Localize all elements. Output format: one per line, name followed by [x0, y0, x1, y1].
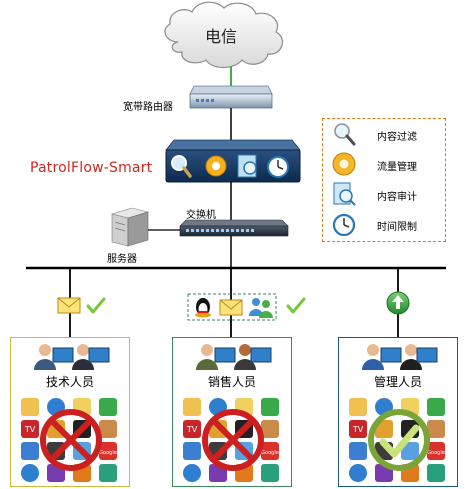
- allowed-traffic-frame: [187, 293, 277, 321]
- people-icon: [183, 442, 201, 460]
- folder-icon: [183, 398, 201, 416]
- internet-label: 电信: [205, 27, 238, 46]
- internet-cloud-icon: [164, 1, 284, 69]
- device-feature-icons: [171, 154, 289, 178]
- legend-label-traffic: 流量管理: [377, 162, 417, 173]
- mail-icon: [57, 297, 81, 314]
- blocked-icon: [40, 409, 102, 471]
- qq-penguin-icon: [195, 298, 211, 318]
- switch-icon: [179, 219, 289, 237]
- tv-icon-text: TV: [24, 425, 36, 434]
- group-management: 管理人员 TV Google: [338, 337, 458, 487]
- phone-icon: [99, 398, 117, 416]
- people-icon: [249, 298, 273, 318]
- brand-label: PatrolFlow-Smart: [30, 160, 153, 176]
- group-title: 技术人员: [45, 375, 94, 389]
- folder-icon: [21, 398, 39, 416]
- tv-icon: TV: [21, 420, 39, 438]
- magnifier-icon: [171, 155, 192, 178]
- clock-icon: [332, 213, 356, 237]
- server-label: 服务器: [107, 254, 137, 265]
- group-sales: 销售人员 TV Google: [172, 337, 292, 487]
- number-one-icon: [349, 464, 367, 482]
- legend-label-content-filter: 内容过滤: [377, 132, 417, 143]
- chess-icon: [375, 420, 393, 438]
- paper-plane-icon: [401, 442, 419, 460]
- google-icon-text: Google: [261, 450, 279, 456]
- group-title: 销售人员: [207, 375, 256, 389]
- server-icon: [110, 207, 150, 247]
- gear-icon: [332, 152, 356, 176]
- people-icon: [349, 442, 367, 460]
- rabbit-icon: [261, 420, 279, 438]
- number-one-icon: [21, 464, 39, 482]
- rabbit-icon: [99, 420, 117, 438]
- radar-icon: [427, 464, 445, 482]
- users-icon: [34, 344, 110, 370]
- router-label: 宽带路由器: [123, 102, 173, 113]
- users-icon: [196, 344, 272, 370]
- folder-icon: [349, 398, 367, 416]
- tv-icon-text: TV: [352, 425, 364, 434]
- tv-icon-text: TV: [186, 425, 198, 434]
- group-tech: 技术人员 TV Google: [10, 337, 130, 487]
- upload-arrow-icon: [386, 291, 410, 315]
- audit-magnifier-icon: [237, 154, 257, 178]
- google-icon: Google: [99, 442, 117, 460]
- phone-icon: [261, 398, 279, 416]
- google-icon: Google: [427, 442, 445, 460]
- rabbit-icon: [427, 420, 445, 438]
- legend-label-time: 时间限制: [377, 222, 417, 233]
- legend-label-audit: 内容审计: [377, 192, 417, 203]
- radar-icon: [261, 464, 279, 482]
- google-icon-text: Google: [427, 450, 445, 456]
- mail-icon: [219, 299, 243, 316]
- phone-icon: [427, 398, 445, 416]
- check-icon: [86, 297, 106, 314]
- google-icon: Google: [261, 442, 279, 460]
- users-icon: [362, 344, 438, 370]
- gear-icon: [205, 155, 227, 177]
- allowed-icon: [368, 409, 430, 471]
- blocked-icon: [202, 409, 264, 471]
- audit-magnifier-icon: [333, 182, 356, 206]
- tv-icon: TV: [349, 420, 367, 438]
- check-icon: [286, 297, 306, 314]
- legend-box: 内容过滤 流量管理 内容审计 时间限制: [322, 118, 446, 242]
- switch-label: 交换机: [186, 210, 216, 221]
- app-icon-grid: TV Google: [349, 398, 445, 482]
- clock-icon: [267, 156, 289, 178]
- people-icon: [21, 442, 39, 460]
- radar-icon: [99, 464, 117, 482]
- group-title: 管理人员: [373, 375, 422, 389]
- tv-icon: TV: [183, 420, 201, 438]
- magnifier-icon: [334, 123, 356, 146]
- patrolflow-device-icon: [165, 139, 301, 183]
- router-icon: [189, 85, 273, 109]
- number-one-icon: [183, 464, 201, 482]
- google-icon-text: Google: [99, 450, 117, 456]
